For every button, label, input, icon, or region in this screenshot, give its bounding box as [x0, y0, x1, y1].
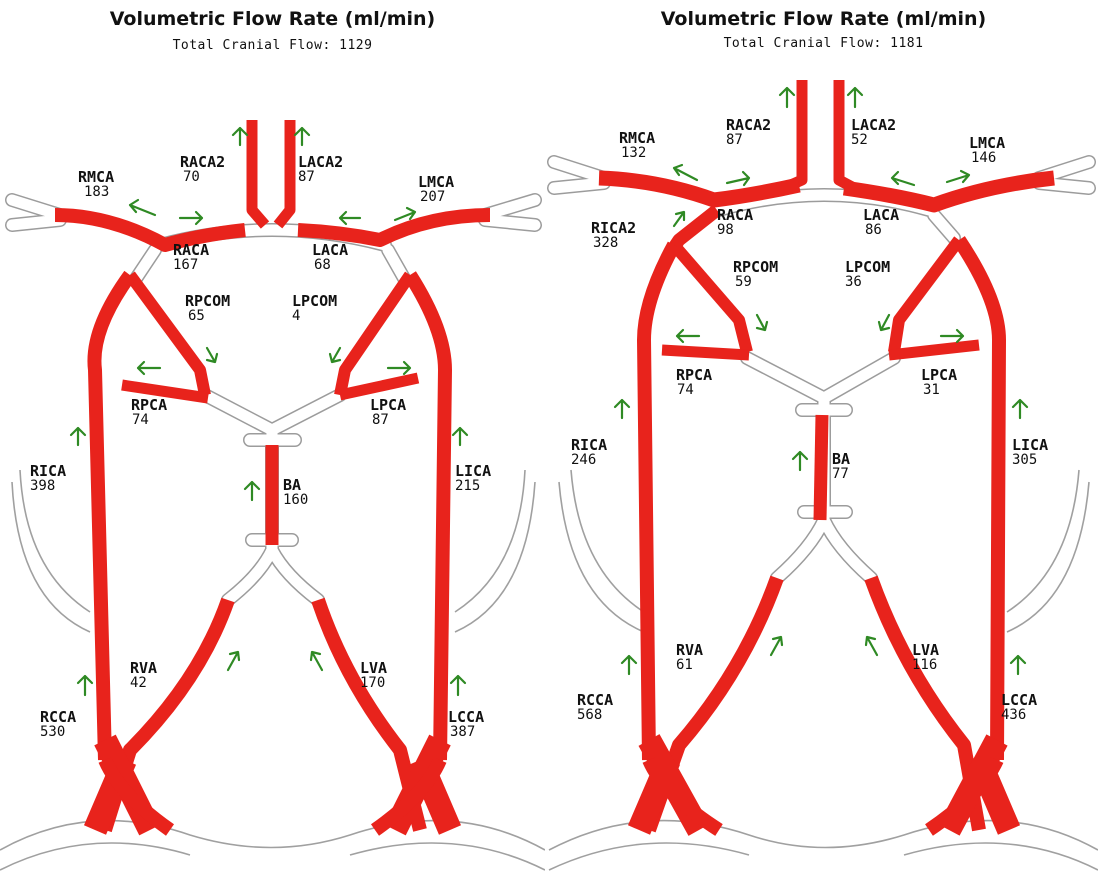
arrow-up-icon [228, 652, 239, 670]
vessel-value: 183 [84, 184, 109, 200]
arrow-left-icon [130, 200, 155, 215]
vessel-value: 398 [30, 478, 55, 494]
vessel-value: 87 [372, 412, 389, 428]
skull-outline [455, 482, 535, 632]
arrow-right-icon [388, 362, 410, 374]
vessel-value: 36 [845, 274, 862, 290]
vessel-value: 42 [130, 675, 147, 691]
vessel-value: 530 [40, 724, 65, 740]
arrow-right-icon [947, 171, 969, 182]
diagram-panel-right: Volumetric Flow Rate (ml/min) Total Cran… [549, 0, 1098, 873]
arrow-up-icon [780, 88, 794, 107]
vessel-value: 98 [717, 222, 734, 238]
arrow-right-icon [395, 208, 415, 220]
vessel-value: 328 [593, 235, 618, 251]
vessel-value: 52 [851, 132, 868, 148]
vessel-value: 70 [183, 169, 200, 185]
arrow-up-icon [311, 652, 322, 670]
vessel-value: 59 [735, 274, 752, 290]
vessel-value: 65 [188, 308, 205, 324]
vessel-value: 116 [912, 657, 937, 673]
vessel-value: 132 [621, 145, 646, 161]
skull-outline [571, 470, 644, 612]
circle-of-willis-diagram: RMCA 183 RACA2 70 LACA2 87 LMCA 207 RACA… [0, 0, 545, 873]
arrow-up-icon [1013, 400, 1027, 418]
skull-outline [549, 843, 749, 870]
vessel-value: 436 [1001, 707, 1026, 723]
vessel-value: 68 [314, 257, 331, 273]
arrow-up-icon [78, 676, 92, 695]
circle-of-willis-diagram: RMCA 132 RACA2 87 LACA2 52 LMCA 146 RICA… [549, 0, 1098, 873]
arrow-up-icon [866, 637, 877, 655]
skull-outline [0, 843, 190, 870]
arrow-right-icon [941, 330, 963, 342]
arrow-up-icon [615, 400, 629, 418]
vessel-value: 207 [420, 189, 445, 205]
arrow-left-icon [138, 362, 160, 374]
vessel-value: 568 [577, 707, 602, 723]
arrow-left-icon [340, 212, 360, 224]
arrow-up-icon [233, 128, 247, 145]
vessel-value: 87 [298, 169, 315, 185]
arrow-up-icon [451, 676, 465, 695]
diagram-panel-left: Volumetric Flow Rate (ml/min) Total Cran… [0, 0, 545, 873]
skull-outline [904, 843, 1098, 870]
vessel-value: 4 [292, 308, 300, 324]
skull-outline [1007, 482, 1089, 632]
vessel-value: 86 [865, 222, 882, 238]
vessel-value: 167 [173, 257, 198, 273]
arrow-up-icon [71, 428, 85, 445]
vessel-value: 387 [450, 724, 475, 740]
vessel-value: 146 [971, 150, 996, 166]
vessel-value: 246 [571, 452, 596, 468]
vessel-value: 160 [283, 492, 308, 508]
arrow-up-icon [771, 637, 782, 655]
vessel-value: 77 [832, 466, 849, 482]
arrow-down-icon [207, 348, 217, 362]
vessel-value: 61 [676, 657, 693, 673]
vessel-value: 305 [1012, 452, 1037, 468]
vessel-value: 170 [360, 675, 385, 691]
arrow-down-icon [330, 348, 340, 362]
arrow-up-icon [674, 212, 684, 226]
arrow-up-icon [245, 482, 259, 500]
arrow-right-icon [727, 172, 749, 185]
vessel-value: 74 [677, 382, 694, 398]
arrow-right-icon [180, 212, 202, 224]
vessel-value: 74 [132, 412, 149, 428]
arrow-up-icon [295, 128, 309, 145]
skull-outline [1007, 470, 1079, 612]
arrow-down-icon [757, 315, 767, 330]
arrow-up-icon [622, 656, 636, 674]
arrow-up-icon [1011, 656, 1025, 674]
skull-outline [350, 843, 545, 870]
arrow-up-icon [453, 428, 467, 445]
arrow-left-icon [677, 330, 699, 342]
arrow-up-icon [793, 452, 807, 470]
vessel-value: 87 [726, 132, 743, 148]
arrow-down-icon [879, 315, 889, 330]
arrow-left-icon [674, 165, 697, 180]
arrow-left-icon [892, 172, 914, 185]
vessel-value: 215 [455, 478, 480, 494]
skull-outline [559, 482, 644, 632]
vessel-value: 31 [923, 382, 940, 398]
arrow-up-icon [848, 88, 862, 107]
